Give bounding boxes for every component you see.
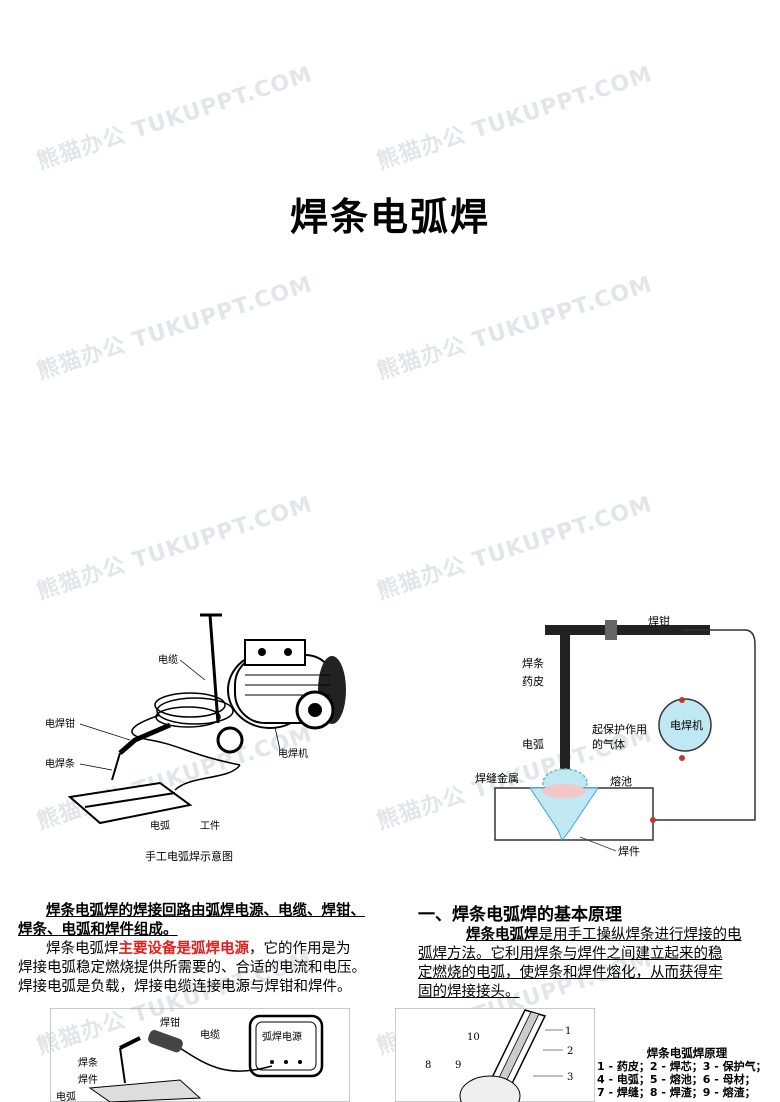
- right-text-l1: 是用手工操纵焊条进行焊接的电: [538, 927, 742, 943]
- fig4-legend-line3: 7 - 焊缝；8 - 焊渣；9 - 熔渣；: [597, 1086, 756, 1099]
- fig2-label-gas: 起保护作用: [592, 722, 647, 736]
- fig1-label-workpiece: 工件: [200, 820, 220, 832]
- watermark-text: 熊猫办公 TUKUPPT.COM: [373, 491, 656, 605]
- left-text-block: 焊条电弧焊的焊接回路由弧焊电源、电缆、焊钳、 焊条、电弧和焊件组成。 焊条电弧焊…: [18, 902, 388, 997]
- fig4-num-2: 2: [567, 1046, 573, 1057]
- fig2-label-machine: 电焊机: [670, 718, 703, 732]
- right-text-bold: 焊条电弧焊: [466, 927, 539, 943]
- figure-arc-schematic: 电焊机 焊钳 焊条 药皮 起保护作用 的气体 电弧 焊缝金属 熔池 焊件: [475, 614, 756, 858]
- fig4-legend-line1: 1 - 药皮；2 - 焊芯；3 - 保护气；: [597, 1060, 767, 1073]
- fig4-num-3: 3: [567, 1072, 573, 1083]
- left-text-p2-a: 焊条电弧焊: [46, 941, 119, 957]
- figure-principle: 1 2 3 8 9 10: [395, 1008, 595, 1102]
- fig4-num-9: 9: [455, 1060, 461, 1071]
- left-text-p2-b: ，它的作用是为: [249, 941, 351, 957]
- left-text-line2: 焊条、电弧和焊件组成。: [18, 922, 178, 938]
- fig3-label-work: 焊件: [78, 1074, 98, 1086]
- fig3-label-power: 弧焊电源: [262, 1030, 302, 1043]
- fig2-label-weld-metal: 焊缝金属: [475, 771, 519, 785]
- fig3-label-clamp: 焊钳: [160, 1016, 180, 1029]
- fig4-num-10: 10: [467, 1032, 480, 1043]
- fig2-label-workpiece: 焊件: [618, 844, 640, 858]
- figure-manual-arc-welding: 电缆 电焊钳 电焊条 电弧 工件 电焊机 手工电弧焊示意图: [45, 613, 346, 863]
- fig4-num-1: 1: [565, 1026, 571, 1037]
- right-text-block: 焊条电弧焊是用手工操纵焊条进行焊接的电 弧焊方法。它利用焊条与焊件之间建立起来的…: [418, 926, 763, 1002]
- watermark-text: 熊猫办公 TUKUPPT.COM: [33, 491, 316, 605]
- fig1-caption: 手工电弧焊示意图: [145, 849, 233, 863]
- fig4-title: 焊条电弧焊原理: [646, 1046, 728, 1060]
- left-text-line1: 焊条电弧焊的焊接回路由弧焊电源、电缆、焊钳、: [46, 903, 365, 919]
- left-text-p2-line2: 焊接电弧稳定燃烧提供所需要的、合适的电流和电压。: [18, 960, 366, 976]
- fig1-label-machine: 电焊机: [278, 747, 308, 760]
- fig3-label-arc: 电弧: [56, 1090, 76, 1102]
- fig1-label-arc: 电弧: [150, 819, 170, 832]
- fig1-label-holder: 电焊钳: [45, 717, 75, 730]
- fig2-label-gas2: 的气体: [592, 737, 625, 751]
- fig3-label-wire: 电缆: [200, 1028, 220, 1041]
- fig2-label-coating: 药皮: [522, 675, 544, 688]
- fig4-num-8: 8: [425, 1060, 431, 1071]
- fig2-label-arc: 电弧: [522, 737, 544, 751]
- section-heading: 一、焊条电弧焊的基本原理: [418, 905, 622, 925]
- watermark-text: 熊猫办公 TUKUPPT.COM: [33, 271, 316, 385]
- fig1-label-cable: 电缆: [158, 653, 178, 666]
- right-text-l4: 固的焊接接头。: [418, 984, 520, 1000]
- fig4-legend: 焊条电弧焊原理 1 - 药皮；2 - 焊芯；3 - 保护气； 4 - 电弧；5 …: [597, 1046, 777, 1100]
- fig3-label-rod: 焊条: [78, 1056, 98, 1069]
- fig2-label-rod: 焊条: [522, 656, 544, 670]
- left-text-highlight: 主要设备是弧焊电源: [118, 941, 250, 957]
- right-text-l3: 定燃烧的电弧，使焊条和焊件熔化，从而获得牢: [418, 965, 723, 981]
- fig2-label-holder: 焊钳: [648, 614, 670, 628]
- fig4-legend-line2: 4 - 电弧；5 - 熔池；6 - 母材；: [597, 1073, 756, 1086]
- fig1-label-rod: 电焊条: [45, 757, 75, 770]
- left-text-p2-line3: 焊接电弧是负载，焊接电缆连接电源与焊钳和焊件。: [18, 979, 352, 995]
- watermark-text: 熊猫办公 TUKUPPT.COM: [373, 61, 656, 175]
- figure-welding-circuit: 弧焊电源 焊钳 电缆 焊条 焊件 电弧: [50, 1008, 350, 1102]
- watermark-text: 熊猫办公 TUKUPPT.COM: [33, 61, 316, 175]
- fig2-label-pool: 熔池: [610, 774, 632, 788]
- page-title: 焊条电弧焊: [289, 195, 490, 239]
- watermark-text: 熊猫办公 TUKUPPT.COM: [373, 271, 656, 385]
- right-text-l2: 弧焊方法。它利用焊条与焊件之间建立起来的稳: [418, 946, 723, 962]
